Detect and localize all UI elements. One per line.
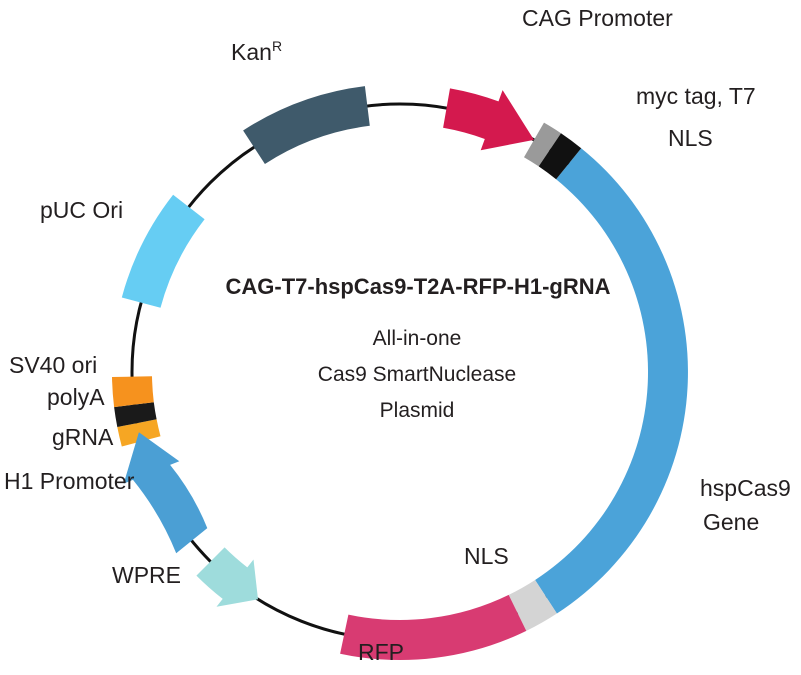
wpre-label: WPRE xyxy=(112,562,181,588)
myc-tag-t7-segment xyxy=(524,122,561,167)
puc-ori-label: pUC Ori xyxy=(40,197,123,223)
h1-promoter-arrow xyxy=(123,432,208,554)
polya-segment xyxy=(114,402,157,427)
nls-top-label: NLS xyxy=(668,125,713,151)
subtitle-line-1: All-in-one xyxy=(373,327,462,350)
rfp-segment xyxy=(340,594,527,661)
subtitle-line-2: Cas9 SmartNuclease xyxy=(318,363,516,386)
polya-label: polyA xyxy=(47,384,105,410)
hspcas9-gene-segment xyxy=(535,148,688,614)
grna-label: gRNA xyxy=(52,424,114,450)
sv40-ori-label: SV40 ori xyxy=(9,352,97,378)
gene-label: Gene xyxy=(703,509,759,535)
myc-tag-t7-label: myc tag, T7 xyxy=(636,83,756,109)
cag-promoter-label: CAG Promoter xyxy=(522,5,673,31)
kan-label-text: Kan xyxy=(231,39,272,65)
hspcas9-label: hspCas9 xyxy=(700,475,791,501)
plasmid-title: CAG-T7-hspCas9-T2A-RFP-H1-gRNA xyxy=(225,274,610,299)
kan-label-superscript: R xyxy=(272,38,282,54)
sv40-ori-segment xyxy=(112,376,154,408)
puc-ori-segment xyxy=(121,194,205,308)
subtitle-line-3: Plasmid xyxy=(380,399,455,422)
kan-r-segment xyxy=(243,86,370,164)
h1-promoter-label: H1 Promoter xyxy=(4,468,135,494)
kan-r-label: KanR xyxy=(231,38,282,65)
nls-bottom-label: NLS xyxy=(464,543,509,569)
cag-promoter-arrow xyxy=(443,88,534,151)
rfp-label: RFP xyxy=(358,639,404,665)
wpre-arrow xyxy=(196,547,258,607)
nls-top-segment xyxy=(538,133,582,180)
nls-bottom-segment xyxy=(508,580,557,631)
